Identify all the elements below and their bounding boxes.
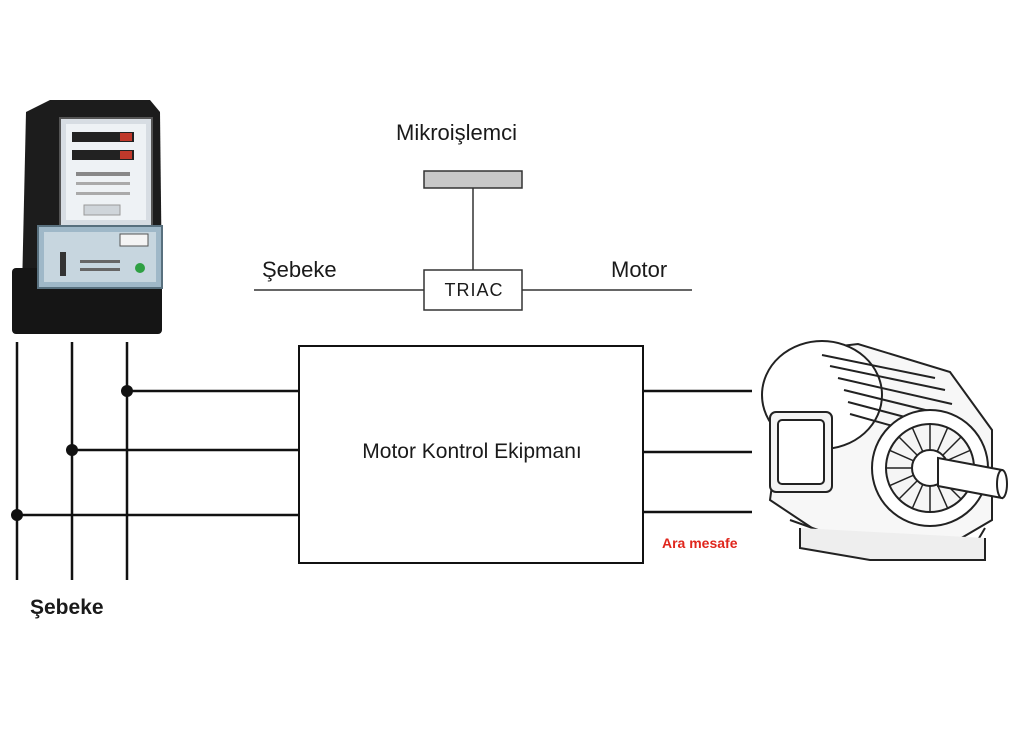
grid-label-top: Şebeke <box>262 257 337 282</box>
grid-label-bottom: Şebeke <box>30 596 104 619</box>
phase-connections <box>17 389 299 517</box>
motor-control-equipment-box <box>298 345 644 564</box>
electric-motor-icon <box>761 340 1008 561</box>
microprocessor-label: Mikroişlemci <box>396 120 517 145</box>
motor-label-top: Motor <box>611 257 668 282</box>
triac-box <box>423 269 523 311</box>
motor-output-lines <box>643 389 752 514</box>
control-unit-label: Motor Kontrol Ekipmanı <box>362 440 582 463</box>
junction-dots <box>11 385 133 521</box>
electricity-meter-icon <box>12 100 163 334</box>
triac-label: TRIAC <box>444 280 504 300</box>
triac-schematic <box>254 170 692 311</box>
grid-lines <box>15 342 129 580</box>
microprocessor-block <box>423 170 523 189</box>
distance-label: Ara mesafe <box>662 535 738 551</box>
